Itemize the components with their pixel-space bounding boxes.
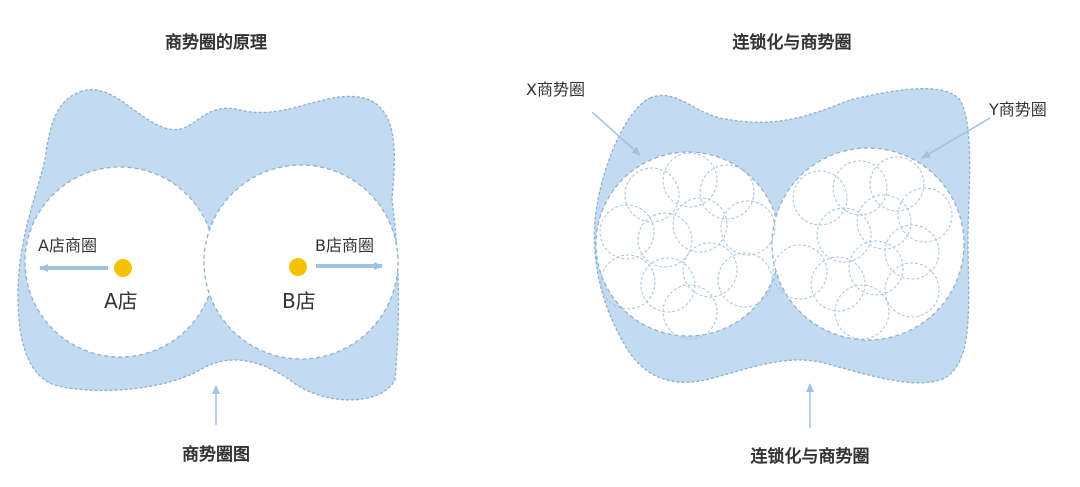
left-diagram-caption: 商势圈图 — [182, 445, 250, 465]
x-store-circle — [682, 242, 738, 298]
x-store-circle — [599, 204, 655, 260]
left-diagram-title: 商势圈的原理 — [165, 33, 267, 53]
store-a-dot — [114, 259, 132, 277]
x-store-circle — [717, 252, 773, 308]
y-store-circle — [884, 224, 940, 280]
y-store-circle — [816, 207, 872, 263]
y-trade-area-label: Y商势圈 — [989, 100, 1047, 119]
store-b-dot — [289, 258, 307, 276]
y-store-circle — [832, 160, 888, 216]
store-b-zone-label: B店商圈 — [315, 236, 374, 255]
x-store-circle — [637, 212, 693, 268]
x-store-circle — [600, 254, 656, 310]
right-diagram-caption: 连锁化与商势圈 — [750, 447, 870, 467]
y-store-circle — [848, 240, 904, 296]
x-store-circle — [672, 197, 728, 253]
x-store-circle — [720, 200, 776, 256]
y-store-circle — [810, 256, 866, 312]
x-label-pointer — [591, 111, 641, 156]
x-store-circles — [599, 152, 776, 340]
x-trade-area-label: X商势圈 — [526, 80, 585, 99]
y-trade-area-circle — [771, 147, 965, 341]
x-store-circle — [662, 284, 718, 340]
y-store-circle — [869, 156, 925, 212]
y-store-circle — [897, 187, 953, 243]
y-store-circle — [792, 170, 848, 226]
store-a-zone-label: A店商圈 — [38, 236, 97, 255]
y-label-pointer — [921, 117, 991, 159]
store-a-label: A店 — [104, 289, 138, 313]
y-store-circles — [772, 156, 953, 340]
right-diagram-title: 连锁化与商势圈 — [732, 33, 852, 53]
y-store-circle — [834, 284, 890, 340]
y-store-circle — [772, 244, 828, 300]
y-store-circle — [884, 262, 940, 318]
x-store-circle — [624, 167, 680, 223]
y-store-circle — [856, 194, 912, 250]
store-b-label: B店 — [282, 289, 316, 313]
x-store-circle — [699, 164, 755, 220]
x-store-circle — [662, 152, 718, 208]
